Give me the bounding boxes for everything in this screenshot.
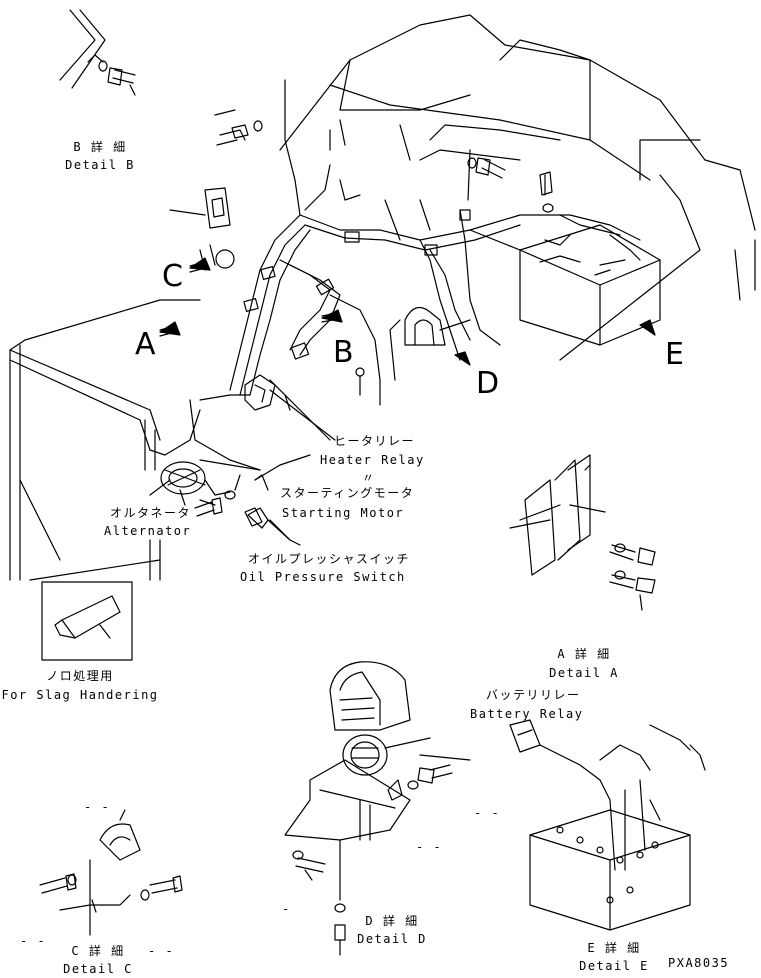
machine-body <box>280 15 755 360</box>
dash-c-top: - - <box>84 800 111 814</box>
callout-c: C <box>162 259 183 294</box>
dash-c-left: - - <box>20 934 47 948</box>
alternator <box>150 460 260 495</box>
slag-tube-frame <box>42 582 132 660</box>
callout-b: B <box>333 335 354 370</box>
detail-e-jp: E 詳 細 <box>587 941 641 955</box>
harness-cover-d <box>390 308 470 381</box>
detail-c-jp: C 詳 細 <box>71 944 125 958</box>
slag-jp: ノロ処理用 <box>46 669 114 683</box>
detail-e-drawing <box>510 720 705 930</box>
slag-en: For Slag Handering <box>1 688 159 702</box>
heater-relay-en: Heater Relay <box>320 453 425 467</box>
alternator-jp: オルタネータ <box>110 506 192 520</box>
detail-c-en: Detail C <box>63 962 133 976</box>
callout-d: D <box>476 366 500 401</box>
dash-d-left: - <box>282 902 291 916</box>
arrow-b <box>322 310 342 322</box>
wiring-harness <box>190 80 640 470</box>
battery-relay-en: Battery Relay <box>470 707 584 721</box>
detail-d-en: Detail D <box>357 932 427 946</box>
arrow-a <box>160 322 180 336</box>
starting-motor-jp: スターティングモータ <box>280 486 415 500</box>
heater-relay <box>245 375 335 440</box>
oil-pressure-switch <box>200 500 262 526</box>
callout-a: A <box>135 327 156 362</box>
callout-e: E <box>665 337 684 372</box>
left-frame <box>10 300 200 580</box>
drawing-code: PXA8035 <box>668 956 730 970</box>
dash-c-right: - - <box>148 944 175 958</box>
oil-switch-jp: オイルプレッシャスイッチ <box>248 552 411 566</box>
detail-a-drawing <box>510 455 655 610</box>
detail-a-en: Detail A <box>549 666 619 680</box>
ditto-mark: 〃 <box>362 471 376 485</box>
alternator-en: Alternator <box>104 524 192 538</box>
arrow-e <box>640 320 655 335</box>
oil-switch-en: Oil Pressure Switch <box>240 570 406 584</box>
heater-relay-jp: ヒータリレー <box>334 434 416 448</box>
leader-lines <box>180 380 560 760</box>
harness-clamp-c <box>170 188 234 268</box>
bolts-center <box>195 110 262 516</box>
detail-a-jp: A 詳 細 <box>557 647 611 661</box>
detail-d-drawing <box>285 662 452 955</box>
detail-d-jp: D 詳 細 <box>365 914 419 928</box>
dash-d-right: - - <box>416 840 443 854</box>
battery-relay-jp: バッテリリレー <box>486 688 581 702</box>
detail-c-drawing <box>40 810 182 935</box>
detail-b-jp: B 詳 細 <box>73 140 127 154</box>
detail-e-en: Detail E <box>579 959 649 973</box>
arrow-c <box>190 258 210 272</box>
arrow-d <box>455 352 470 365</box>
detail-b-drawing <box>60 10 135 95</box>
starting-motor-en: Starting Motor <box>282 506 405 520</box>
battery <box>470 172 660 345</box>
bolts-top <box>468 158 505 178</box>
detail-b-en: Detail B <box>65 158 135 172</box>
dash-d-mid: - - <box>474 806 501 820</box>
